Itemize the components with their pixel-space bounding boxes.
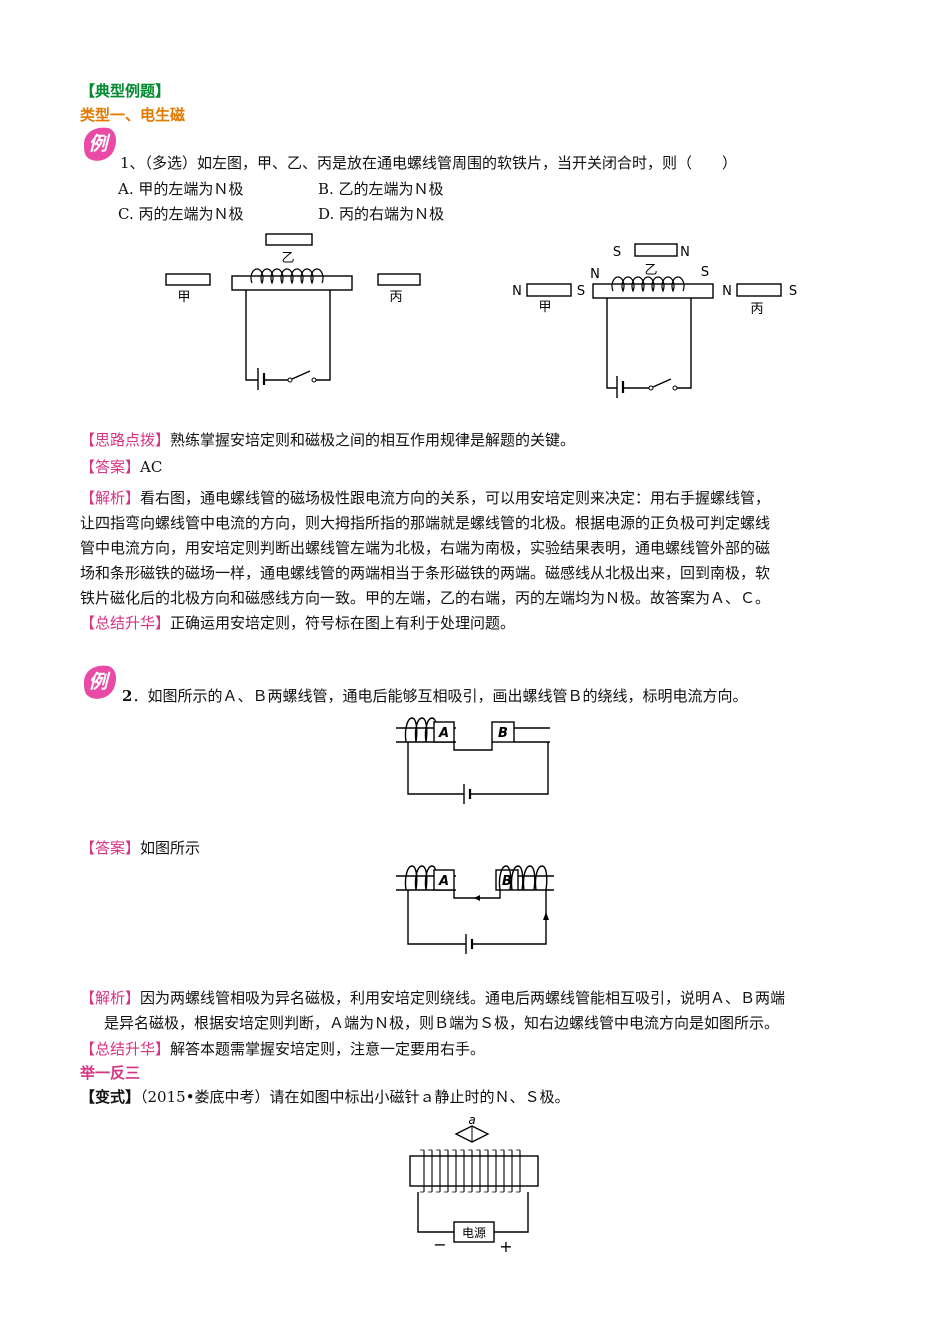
label-yi: 乙 — [644, 263, 657, 278]
variant-tag: 【变式】 — [80, 1088, 141, 1106]
label-yi: 乙 — [281, 251, 294, 266]
label-s-right-coil: S — [701, 265, 709, 280]
label-b: B — [498, 726, 508, 741]
label-n-bing: N — [722, 284, 732, 299]
analysis-tag: 【解析】 — [80, 489, 141, 507]
label-a: A — [438, 874, 449, 889]
summary-tag: 【总结升华】 — [80, 614, 171, 632]
example2-summary: 【总结升华】解答本题需掌握安培定则，注意一定要用右手。 — [80, 1036, 485, 1062]
answer-tag: 【答案】 — [80, 458, 141, 476]
example1-figure-left: 乙 甲 丙 — [165, 233, 421, 390]
example1-summary: 【总结升华】正确运用安培定则，符号标在图上有利于处理问题。 — [80, 610, 515, 636]
example1-analysis-line3: 管中电流方向，用安培定则判断出螺线管左端为北极，右端为南极，实验结果表明，通电螺… — [80, 539, 771, 557]
label-s-jia: S — [577, 284, 585, 299]
section-heading-typical-examples: 【典型例题】 — [80, 82, 171, 100]
example2-answer: 【答案】如图所示 — [80, 835, 200, 861]
label-n-jia: N — [512, 284, 522, 299]
example2-number: 2 — [122, 687, 133, 705]
summary-text: 解答本题需掌握安培定则，注意一定要用右手。 — [170, 1040, 486, 1058]
example1-option-d: D. 丙的右端为Ｎ极 — [318, 205, 445, 223]
label-bing: 丙 — [750, 302, 763, 317]
section-heading-practice: 举一反三 — [80, 1064, 141, 1082]
summary-text: 正确运用安培定则，符号标在图上有利于处理问题。 — [170, 614, 516, 632]
example2-figure-answer: A B — [396, 865, 554, 954]
example2-figure-question: A B — [396, 717, 550, 804]
section-heading-type-one: 类型一、电生磁 — [80, 106, 186, 124]
analysis-tag: 【解析】 — [80, 989, 141, 1007]
example1-answer: 【答案】AC — [80, 454, 162, 480]
variant-text: （2015•娄底中考）请在如图中标出小磁针ａ静止时的Ｎ、Ｓ极。 — [140, 1088, 570, 1106]
label-n-left-coil: N — [590, 267, 600, 282]
example1-figure-right: S N N 乙 S N S 甲 N S 丙 — [512, 243, 797, 398]
label-b: B — [502, 874, 512, 889]
analysis-text: 因为两螺线管相吸为异名磁极，利用安培定则绕线。通电后两螺线管能相互吸引，说明Ａ、… — [140, 989, 786, 1007]
example1-hint: 【思路点拨】熟练掌握安培定则和磁极之间的相互作用规律是解题的关键。 — [80, 427, 575, 453]
example2-question-text: ．如图所示的Ａ、Ｂ两螺线管，通电后能够互相吸引，画出螺线管Ｂ的绕线，标明电流方向… — [132, 687, 748, 705]
answer-text: AC — [140, 458, 163, 476]
example2-analysis-line2: 是异名磁极，根据安培定则判断，Ａ端为Ｎ极，则Ｂ端为Ｓ极，知右边螺线管中电流方向是… — [104, 1014, 780, 1032]
example1-analysis-line5: 铁片磁化后的北极方向和磁感线方向一致。甲的左端，乙的右端，丙的左端均为Ｎ极。故答… — [80, 589, 771, 607]
needle-label: a — [468, 1113, 475, 1127]
hint-text: 熟练掌握安培定则和磁极之间的相互作用规律是解题的关键。 — [170, 431, 576, 449]
example1-question: 1、（多选）如左图，甲、乙、丙是放在通电螺线管周围的软铁片，当开关闭合时，则（ … — [120, 154, 738, 172]
example-badge-icon — [84, 665, 116, 699]
label-a: A — [438, 726, 449, 741]
power-label: 电源 — [462, 1226, 486, 1240]
example-badge-icon — [84, 127, 116, 161]
answer-tag: 【答案】 — [80, 839, 141, 857]
example1-analysis-line1: 【解析】看右图，通电螺线管的磁场极性跟电流方向的关系，可以用安培定则来决定：用右… — [80, 485, 770, 511]
label-jia: 甲 — [177, 290, 190, 305]
hint-tag: 【思路点拨】 — [80, 431, 171, 449]
example-badge-2: 例 — [78, 662, 118, 702]
label-s-top: S — [613, 245, 621, 260]
example-badge-label: 例 — [88, 133, 108, 155]
minus-sign: − — [433, 1235, 446, 1254]
summary-tag: 【总结升华】 — [80, 1040, 171, 1058]
label-jia: 甲 — [538, 300, 551, 315]
example2-question: 2．如图所示的Ａ、Ｂ两螺线管，通电后能够互相吸引，画出螺线管Ｂ的绕线，标明电流方… — [122, 683, 747, 709]
label-s-bing: S — [789, 284, 797, 299]
label-n-top: N — [680, 245, 690, 260]
example-badge-1: 例 — [78, 124, 118, 164]
example1-option-a: A. 甲的左端为Ｎ极 — [118, 180, 244, 198]
variant-question: 【变式】（2015•娄底中考）请在如图中标出小磁针ａ静止时的Ｎ、Ｓ极。 — [80, 1084, 570, 1110]
label-bing: 丙 — [389, 290, 402, 305]
example1-analysis-line2: 让四指弯向螺线管中电流的方向，则大拇指所指的那端就是螺线管的北极。根据电源的正负… — [80, 514, 771, 532]
example1-option-b: B. 乙的左端为Ｎ极 — [318, 180, 444, 198]
example-badge-label: 例 — [88, 671, 108, 693]
variant-figure: a 电源 − + — [409, 1113, 539, 1256]
example1-option-c: C. 丙的左端为Ｎ极 — [118, 205, 244, 223]
example2-analysis-line1: 【解析】因为两螺线管相吸为异名磁极，利用安培定则绕线。通电后两螺线管能相互吸引，… — [80, 985, 785, 1011]
example1-analysis-line4: 场和条形磁铁的磁场一样，通电螺线管的两端相当于条形磁铁的两端。磁感线从北极出来，… — [80, 564, 771, 582]
analysis-text: 看右图，通电螺线管的磁场极性跟电流方向的关系，可以用安培定则来决定：用右手握螺线… — [140, 489, 771, 507]
plus-sign: + — [499, 1237, 512, 1256]
answer-text: 如图所示 — [140, 839, 201, 857]
